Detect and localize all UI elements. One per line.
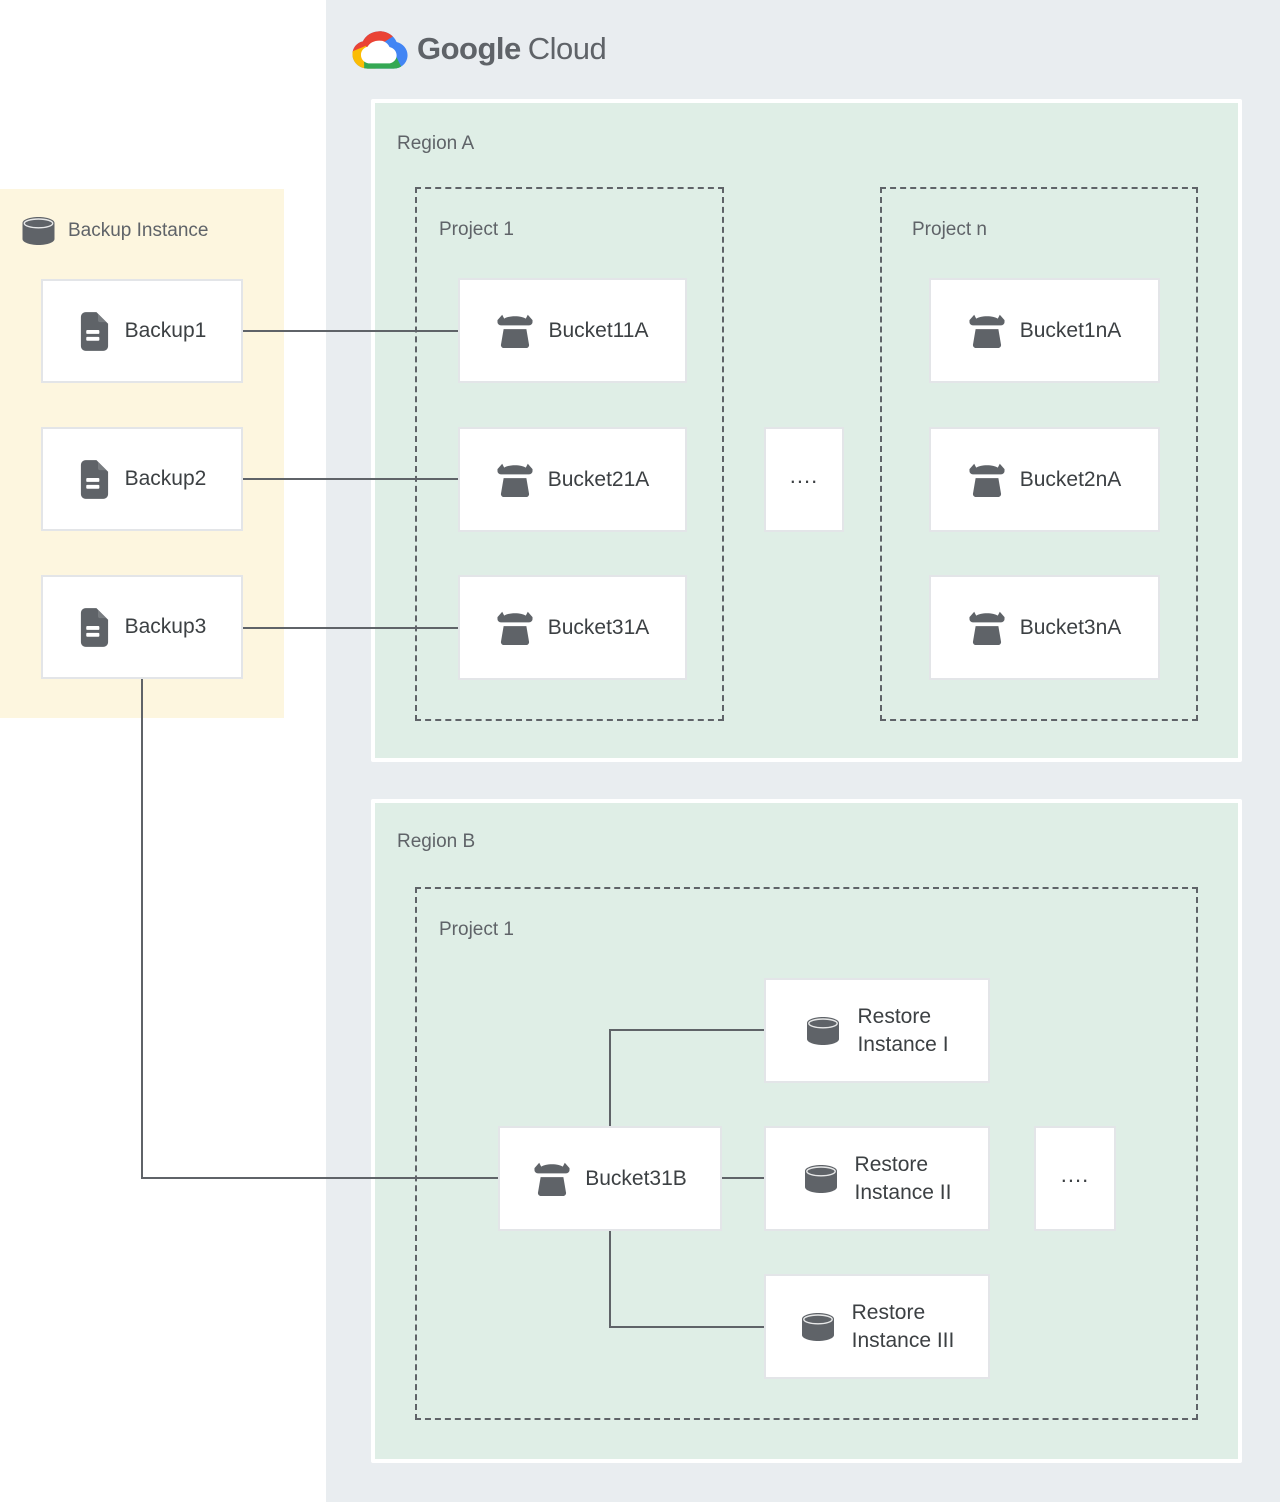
node-backup3-label: Backup3	[124, 615, 207, 638]
document-icon	[78, 607, 111, 648]
bucket-icon	[968, 610, 1006, 646]
node-bucket11a-label: Bucket11A	[548, 318, 649, 342]
ellipsis-text: ....	[1060, 1161, 1090, 1187]
region-b-project-1-label: Project 1	[439, 919, 514, 940]
bucket-icon	[968, 462, 1006, 498]
bucket-icon	[496, 610, 534, 646]
document-icon	[78, 459, 111, 500]
ellipsis-text: ....	[789, 462, 819, 488]
bucket-icon	[533, 1161, 571, 1197]
region-b-project-1-box	[415, 887, 1198, 1420]
node-ellipsis-region-a: ....	[764, 427, 844, 532]
database-icon	[20, 216, 57, 246]
connector-backup3-down-vertical	[141, 679, 143, 1179]
node-ellipsis-region-b: ....	[1034, 1126, 1116, 1231]
node-bucket21a: Bucket21A	[458, 427, 687, 532]
region-a-label: Region A	[397, 133, 475, 154]
node-bucket2na: Bucket2nA	[929, 427, 1160, 532]
node-bucket21a-label: Bucket21A	[547, 467, 650, 491]
connector-backup2-bucket21a	[242, 478, 458, 480]
region-a-project-1-box	[415, 187, 724, 721]
database-icon	[805, 1016, 841, 1046]
logo-word-cloud: Cloud	[527, 30, 607, 66]
node-bucket31b: Bucket31B	[498, 1126, 722, 1231]
node-bucket1na: Bucket1nA	[929, 278, 1160, 383]
region-a-project-n-label: Project n	[912, 219, 987, 240]
database-icon	[800, 1312, 836, 1342]
node-bucket1na-label: Bucket1nA	[1019, 318, 1122, 342]
node-bucket3na: Bucket3nA	[929, 575, 1160, 680]
connector-bucket31b-restore1-horizontal	[609, 1029, 765, 1031]
node-backup1: Backup1	[41, 279, 243, 383]
node-bucket2na-label: Bucket2nA	[1019, 467, 1122, 491]
database-icon	[803, 1164, 839, 1194]
node-backup2: Backup2	[41, 427, 243, 531]
connector-bucket31b-restore3-horizontal	[609, 1326, 765, 1328]
node-bucket31a-label: Bucket31A	[547, 615, 650, 639]
connector-backup3-bucket31b-horizontal	[141, 1177, 499, 1179]
node-bucket11a: Bucket11A	[458, 278, 687, 383]
node-bucket31a: Bucket31A	[458, 575, 687, 680]
region-b-label: Region B	[397, 831, 476, 852]
bucket-icon	[496, 313, 534, 349]
node-backup2-label: Backup2	[124, 467, 207, 490]
connector-backup1-bucket11a	[242, 330, 458, 332]
node-backup1-label: Backup1	[124, 319, 207, 342]
google-cloud-cloud-icon	[352, 26, 408, 71]
node-bucket3na-label: Bucket3nA	[1019, 615, 1122, 639]
document-icon	[78, 311, 111, 352]
region-a-project-1-label: Project 1	[439, 219, 514, 240]
connector-bucket31b-restore2	[722, 1177, 764, 1179]
bucket-icon	[968, 313, 1006, 349]
bucket-icon	[496, 462, 534, 498]
region-a-project-n-box	[880, 187, 1198, 721]
backup-instance-title: Backup Instance	[68, 220, 209, 241]
connector-bucket31b-up-vertical	[609, 1029, 611, 1126]
connector-backup3-bucket31a	[242, 627, 458, 629]
connector-bucket31b-down-vertical	[609, 1231, 611, 1328]
backup-instance-header: Backup Instance	[20, 216, 208, 246]
node-backup3: Backup3	[41, 575, 243, 679]
node-bucket31b-label: Bucket31B	[585, 1166, 687, 1190]
logo-word-google: Google	[417, 30, 521, 66]
